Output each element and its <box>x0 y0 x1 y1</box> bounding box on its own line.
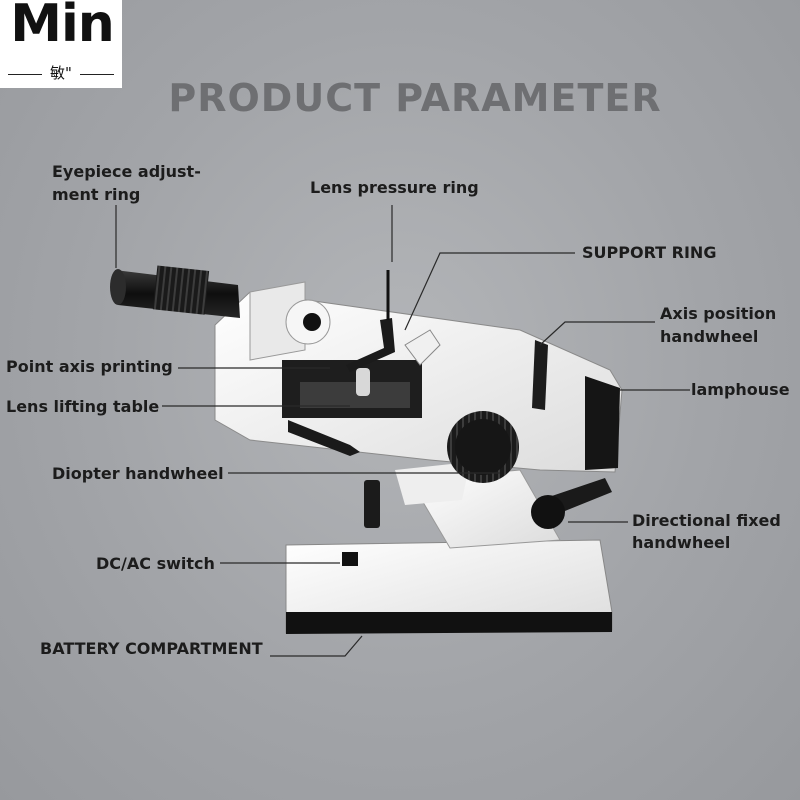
logo-subtext: 敏" <box>50 64 72 82</box>
page-title: PRODUCT PARAMETER <box>168 76 662 120</box>
leader-battery <box>270 635 363 657</box>
logo-rule-right <box>80 74 114 75</box>
label-battery-compartment: BATTERY COMPARTMENT <box>40 639 263 658</box>
front-lever <box>288 420 360 456</box>
logo-rule-left <box>8 74 42 75</box>
axis-position-handwheel <box>532 340 548 410</box>
label-support-ring: SUPPORT RING <box>582 243 717 262</box>
dc-ac-switch <box>342 552 358 566</box>
support-ring <box>404 329 441 366</box>
lamphouse <box>585 376 620 470</box>
lens-pressure-assembly <box>346 270 441 372</box>
brand-logo: Min 敏" <box>0 0 122 88</box>
directional-fixed-handwheel <box>531 478 612 529</box>
label-lens-lifting-table: Lens lifting table <box>6 397 160 416</box>
lens-lifting-table <box>356 368 370 396</box>
eyepiece <box>110 265 331 345</box>
leader-lines <box>115 205 690 657</box>
label-directional-line2: handwheel <box>632 533 731 552</box>
label-lens-pressure-ring: Lens pressure ring <box>310 178 479 197</box>
main-body <box>214 281 623 473</box>
label-dc-ac-switch: DC/AC switch <box>96 554 215 573</box>
label-point-axis-printing: Point axis printing <box>6 357 173 376</box>
label-lamphouse: lamphouse <box>691 380 790 399</box>
leader-axis-position <box>539 321 655 346</box>
label-axis-position-line1: Axis position <box>660 304 777 323</box>
logo-wordmark: Min <box>10 0 115 54</box>
support-column <box>364 462 561 549</box>
label-directional-line1: Directional fixed <box>632 511 781 530</box>
label-diopter-handwheel: Diopter handwheel <box>52 464 224 483</box>
base <box>285 539 613 634</box>
eyepiece-adjustment-ring <box>152 265 210 315</box>
label-eyepiece-line2: ment ring <box>52 185 141 204</box>
label-axis-position-line2: handwheel <box>660 327 759 346</box>
label-eyepiece-line1: Eyepiece adjust- <box>52 162 201 181</box>
lower-knob <box>364 480 380 528</box>
leader-support-ring <box>404 252 575 331</box>
